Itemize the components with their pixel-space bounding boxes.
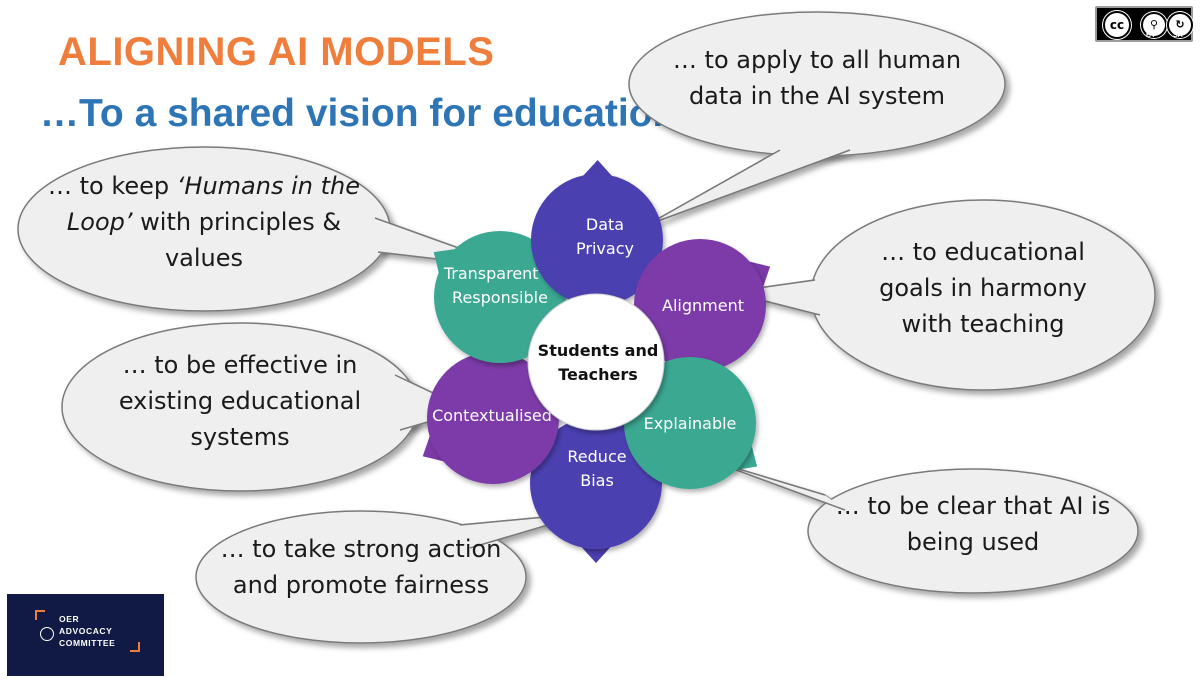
petal-label: Explainable — [644, 414, 737, 433]
bubble-text-line: goals in harmony — [879, 274, 1087, 302]
bubble-text-line: and promote fairness — [233, 571, 489, 599]
cc-by-sa-icon: cc ⚲ ↻ BY SA — [1095, 6, 1193, 42]
bubble-text-segment: and promote fairness — [233, 571, 489, 599]
oer-advocacy-logo: OER ADVOCACY COMMITTEE — [7, 594, 164, 676]
bubble-text-line: with teaching — [902, 310, 1065, 338]
globe-icon — [40, 627, 54, 641]
bubble-text-line: existing educational — [119, 387, 361, 415]
petal-label-line: Privacy — [576, 239, 634, 258]
bubble-text-line: values — [165, 244, 243, 272]
bubble-text-segment: systems — [190, 423, 289, 451]
center-circle — [527, 293, 665, 431]
bubble-body — [807, 468, 1139, 594]
page-subtitle: …To a shared vision for education — [40, 92, 677, 135]
center-label-line: Students and — [538, 341, 659, 360]
bubble-text-line: being used — [907, 528, 1039, 556]
bubble-text-segment: … to educational — [881, 238, 1085, 266]
bubble-text-italic: Loop’ — [67, 208, 133, 236]
bubble-body — [195, 510, 527, 644]
page-title: ALIGNING AI MODELS — [58, 30, 495, 74]
bubble-text: … to educational goals in harmony with tea… — [879, 238, 1087, 338]
petal-label-line: Data — [586, 215, 624, 234]
bubble-text-segment: … to keep — [48, 172, 177, 200]
petal-label-line: Contextualised — [432, 406, 552, 425]
bubble-text-segment: … to be clear that AI is — [836, 492, 1110, 520]
attribution-icon: ⚲ — [1141, 12, 1167, 38]
petal-label-line: Alignment — [662, 296, 744, 315]
petal-body — [434, 231, 566, 363]
bubble-text-segment: existing educational — [119, 387, 361, 415]
center-label-line: Teachers — [558, 365, 638, 384]
bubble-text-line: … to educational — [881, 238, 1085, 266]
bubble-text: … to be effective in existing educational… — [119, 351, 361, 451]
bubble-text: … to take strong action and promote fairn… — [221, 535, 502, 599]
bubble-text-line: systems — [190, 423, 289, 451]
bubble-text-segment: goals in harmony — [879, 274, 1087, 302]
bubble-tail-fill — [730, 280, 820, 315]
petal-label-line: Explainable — [644, 414, 737, 433]
bubble-text-segment: values — [165, 244, 243, 272]
petal-label-line: Transparent & — [443, 264, 556, 283]
logo-corner — [35, 610, 45, 620]
petal-transparent-responsible: Transparent & Responsible — [433, 231, 566, 363]
petal-body — [531, 174, 663, 306]
sa-label: SA — [1173, 32, 1183, 39]
bubble-text-line: … to be effective in — [123, 351, 358, 379]
bubble-text: … to be clear that AI is being used — [836, 492, 1110, 556]
petal-label: Transparent & Responsible — [443, 264, 556, 307]
petal-alignment: Alignment — [634, 239, 771, 371]
bubble-text-italic: ‘Humans in the — [177, 172, 360, 200]
petal-label-line: Responsible — [452, 288, 548, 307]
petal-body — [427, 352, 559, 484]
speech-bubble-contextualised: … to be effective in existing educational… — [61, 322, 472, 492]
speech-bubble-alignment: … to educational goals in harmony with tea… — [729, 199, 1156, 391]
bubble-text-segment: … to apply to all human — [673, 46, 961, 74]
bubble-text-line: … to take strong action — [221, 535, 502, 563]
logo-text: OER ADVOCACY COMMITTEE — [59, 614, 116, 648]
bubble-text-segment: being used — [907, 528, 1039, 556]
bubble-text-line: … to apply to all human — [673, 46, 961, 74]
petal-contextualised: Contextualised — [422, 352, 559, 484]
bubble-tail-outline — [646, 149, 851, 226]
speech-bubble-data-privacy: … to apply to all human data in the AI sy… — [628, 11, 1006, 226]
speech-bubble-explainable: … to be clear that AI is being used — [711, 460, 1139, 594]
bubble-text-segment: … to take strong action — [221, 535, 502, 563]
petal-label-line: Bias — [580, 471, 614, 490]
bubble-text-segment: with teaching — [902, 310, 1065, 338]
share-alike-icon: ↻ — [1167, 12, 1193, 38]
petal-body — [634, 239, 766, 371]
bubble-text-segment: … to be effective in — [123, 351, 358, 379]
bubble-text-line: … to keep ‘Humans in the — [48, 172, 360, 200]
petal-label: Alignment — [662, 296, 744, 315]
petal-label-line: Reduce — [567, 447, 626, 466]
petal-body — [530, 417, 662, 549]
cc-icon: cc — [1103, 11, 1131, 39]
bubble-text-line: data in the AI system — [689, 82, 945, 110]
petal-label: Contextualised — [432, 406, 552, 425]
bubble-text-segment: with principles & — [133, 208, 342, 236]
bubble-text-segment: data in the AI system — [689, 82, 945, 110]
bubble-text-line: Loop’ with principles & — [67, 208, 341, 236]
speech-bubble-reduce-bias: … to take strong action and promote fairn… — [195, 510, 589, 644]
bubble-text: … to apply to all human data in the AI sy… — [673, 46, 961, 110]
logo-corner — [130, 642, 140, 652]
by-label: BY — [1146, 32, 1156, 39]
bubble-text-line: … to be clear that AI is — [836, 492, 1110, 520]
